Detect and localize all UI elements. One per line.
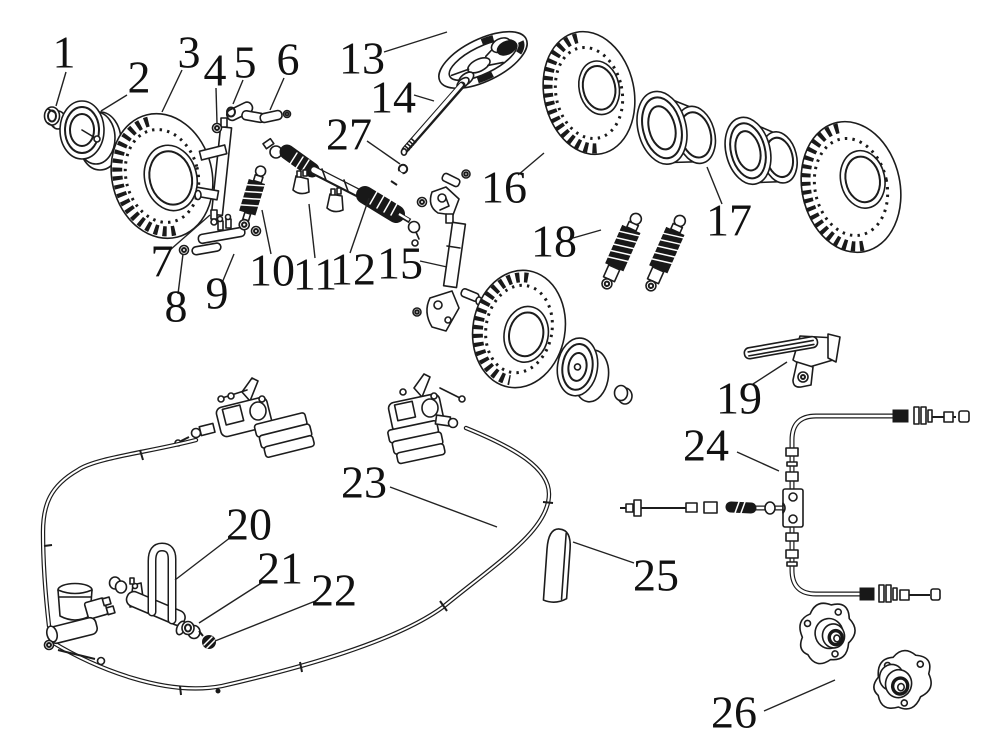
steering-stop-bracket [416, 169, 471, 216]
hose-dot [215, 688, 221, 694]
leader-line-1 [55, 71, 67, 107]
part-cable-clip [198, 630, 216, 649]
front-wheel-assembly-right [471, 269, 633, 405]
part-bushing [181, 620, 201, 640]
part-number-5-steering-arm: 5 [234, 37, 257, 88]
part-wheel-hub-b [873, 649, 932, 710]
leader-line-25 [572, 541, 635, 564]
part-number-15-right-steering-knuckle: 15 [377, 238, 423, 289]
part-cable-guard [542, 528, 572, 603]
part-number-25-cable-guard: 25 [633, 550, 679, 601]
part-number-24-parking-brake-cable: 24 [683, 420, 729, 471]
leader-line-24 [736, 451, 780, 472]
leader-line-14 [413, 94, 435, 102]
brake-caliper-right [387, 373, 466, 465]
leader-line-19 [752, 361, 788, 385]
leader-line-21 [198, 581, 264, 624]
part-tie-rod [191, 213, 262, 256]
leader-line-17 [706, 166, 723, 205]
part-number-4-flange-nut: 4 [204, 45, 227, 96]
part-front-wheel-rim [59, 100, 122, 171]
part-number-20-brake-pipe-bracket: 20 [226, 499, 272, 550]
part-brake-pedal [743, 333, 841, 388]
leader-line-23 [389, 486, 498, 528]
part-clevis-pin [259, 109, 292, 124]
part-rear-wheel-rim-b [724, 116, 798, 186]
leader-line-26 [763, 679, 836, 712]
part-left-steering-knuckle [194, 117, 233, 226]
part-number-10-front-shock-absorber: 10 [249, 245, 295, 296]
part-front-tire [110, 112, 214, 240]
leader-line-11 [308, 203, 316, 259]
part-number-8-lock-nut: 8 [165, 281, 188, 332]
part-number-11-tie-rod-end: 11 [293, 249, 337, 300]
part-flange-nut [211, 122, 223, 134]
part-number-23-brake-hose: 23 [341, 457, 387, 508]
part-parking-brake-cable [620, 406, 970, 603]
part-number-18-rear-shock-absorber: 18 [531, 216, 577, 267]
part-number-12-steering-rack: 12 [330, 244, 376, 295]
part-number-13-steering-wheel: 13 [339, 33, 385, 84]
leader-line-9 [221, 253, 235, 284]
part-rear-wheel-rim-a [636, 90, 717, 165]
leader-line-13 [383, 31, 448, 53]
part-number-2-front-wheel-rim: 2 [128, 52, 151, 103]
rear-tire-right [800, 120, 902, 254]
leader-line-10 [261, 209, 272, 255]
part-steering-shaft [400, 71, 475, 157]
part-steering-rack-assembly [262, 137, 421, 247]
part-number-6-clevis-pin: 6 [277, 34, 300, 85]
leader-line-22 [214, 599, 319, 642]
leader-line-18 [572, 229, 602, 239]
leader-line-7 [169, 214, 211, 251]
part-rear-tire-left [542, 30, 636, 156]
part-number-21-bushing: 21 [257, 543, 303, 594]
part-number-7-left-steering-knuckle: 7 [151, 236, 174, 287]
part-number-19-brake-pedal: 19 [716, 373, 762, 424]
leader-line-20 [174, 536, 232, 581]
part-number-22-cable-clip: 22 [311, 565, 357, 616]
part-right-steering-knuckle [412, 213, 483, 332]
brake-master-cylinder [43, 582, 116, 666]
part-number-16-rear-tire: 16 [481, 162, 527, 213]
leader-line-27 [366, 140, 401, 165]
leader-line-8 [177, 253, 184, 295]
leader-line-6 [269, 77, 285, 111]
part-wheel-hub-a [799, 602, 856, 665]
part-number-26-wheel-hub: 26 [711, 687, 757, 738]
part-number-14-steering-shaft: 14 [370, 72, 416, 123]
part-steering-wheel [438, 30, 528, 90]
leader-line-15 [419, 260, 448, 268]
part-lock-nut [178, 244, 190, 256]
leader-line-3 [161, 69, 183, 113]
leader-line-12 [349, 197, 370, 254]
part-rear-shock-absorber-a [601, 212, 643, 290]
part-steering-arm [226, 101, 266, 124]
leader-line-16 [517, 152, 545, 176]
part-front-shock-absorber [238, 165, 267, 231]
leader-line-2 [100, 94, 128, 112]
part-brake-pipe-bracket [108, 542, 187, 636]
part-number-1-hub-cap: 1 [53, 27, 76, 78]
part-number-3-front-tire: 3 [178, 27, 201, 78]
part-rear-shock-absorber-b [645, 214, 687, 292]
part-number-9-tie-rod: 9 [206, 268, 229, 319]
brake-hose-left [40, 437, 199, 629]
brake-caliper-left [174, 377, 315, 459]
part-retaining-clip [390, 163, 409, 186]
part-number-17-rear-wheel-rim: 17 [706, 195, 752, 246]
leader-line-4 [215, 87, 218, 124]
part-brake-hose-main [49, 425, 554, 696]
leader-line-5 [232, 79, 244, 105]
part-number-27-retaining-clip: 27 [326, 109, 372, 160]
